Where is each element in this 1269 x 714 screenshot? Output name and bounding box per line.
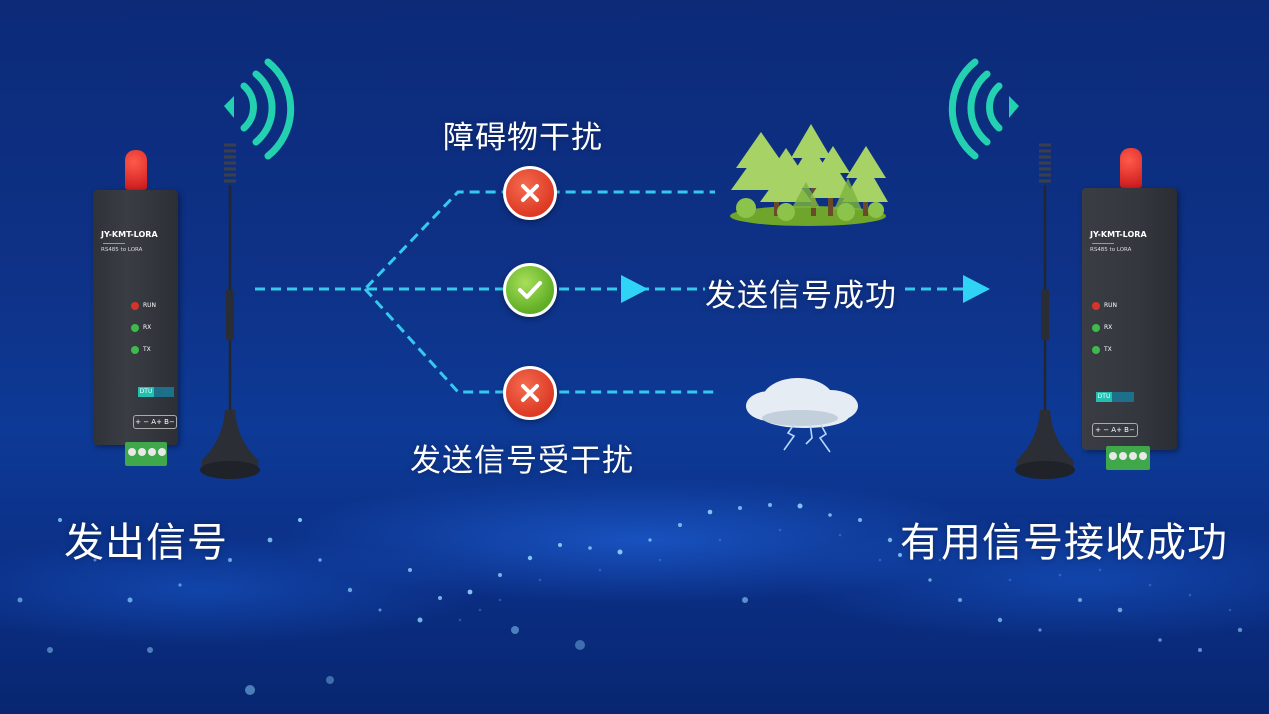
device-body: JY-KMT-LORA RS485 to LORA RUN RX TX DTU … bbox=[93, 190, 178, 445]
device-underline bbox=[1092, 243, 1114, 244]
terminal-labels: + − A+ B− bbox=[133, 415, 177, 429]
device-subtitle: RS485 to LORA bbox=[1090, 247, 1132, 253]
x-circle-icon bbox=[503, 166, 557, 220]
device-antenna-cap bbox=[1120, 148, 1142, 188]
terminal-labels: + − A+ B− bbox=[1092, 423, 1138, 437]
wifi-signal-left-icon bbox=[948, 58, 1019, 160]
sender-caption: 发出信号 bbox=[64, 520, 228, 566]
led-rx-icon bbox=[131, 324, 139, 332]
led-label: RUN bbox=[1104, 302, 1118, 309]
led-rx-icon bbox=[1092, 324, 1100, 332]
led-label: TX bbox=[1104, 346, 1112, 353]
led-label: RUN bbox=[143, 302, 157, 309]
terminal-block bbox=[125, 442, 167, 466]
led-run-icon bbox=[1092, 302, 1100, 310]
path-obstacle-line bbox=[255, 190, 715, 291]
receiver-antenna bbox=[1015, 143, 1075, 479]
led-tx-icon bbox=[131, 346, 139, 354]
led-tx-icon bbox=[1092, 346, 1100, 354]
x-circle-icon bbox=[503, 366, 557, 420]
device-subtitle: RS485 to LORA bbox=[101, 247, 143, 253]
path-label-obstacle: 障碍物干扰 bbox=[443, 120, 603, 156]
thundercloud-icon bbox=[746, 378, 858, 453]
device-antenna-cap bbox=[125, 150, 147, 190]
dtu-badge: DTU bbox=[138, 387, 154, 397]
brand-logo bbox=[154, 387, 174, 397]
led-label: TX bbox=[143, 346, 151, 353]
led-run-icon bbox=[131, 302, 139, 310]
led-label: RX bbox=[143, 324, 152, 331]
brand-logo bbox=[1112, 392, 1134, 402]
device-underline bbox=[103, 243, 125, 244]
arrow-icon bbox=[963, 275, 990, 303]
device-model: JY-KMT-LORA bbox=[1090, 230, 1147, 239]
path-label-weather: 发送信号受干扰 bbox=[410, 443, 634, 479]
led-label: RX bbox=[1104, 324, 1113, 331]
dtu-badge: DTU bbox=[1096, 392, 1112, 402]
wifi-signal-right-icon bbox=[224, 58, 295, 160]
device-body: JY-KMT-LORA RS485 to LORA RUN RX TX DTU … bbox=[1082, 188, 1177, 450]
forest-icon bbox=[730, 124, 888, 226]
check-circle-icon bbox=[503, 263, 557, 317]
sender-antenna bbox=[200, 143, 260, 479]
receiver-device: JY-KMT-LORA RS485 to LORA RUN RX TX DTU … bbox=[1080, 148, 1190, 473]
terminal-block bbox=[1106, 446, 1150, 470]
receiver-caption: 有用信号接收成功 bbox=[900, 520, 1228, 566]
path-weather-line bbox=[363, 287, 715, 394]
path-label-direct: 发送信号成功 bbox=[705, 278, 897, 314]
arrow-icon bbox=[621, 275, 648, 303]
sender-device: JY-KMT-LORA RS485 to LORA RUN RX TX DTU … bbox=[85, 150, 185, 470]
device-model: JY-KMT-LORA bbox=[101, 230, 158, 239]
